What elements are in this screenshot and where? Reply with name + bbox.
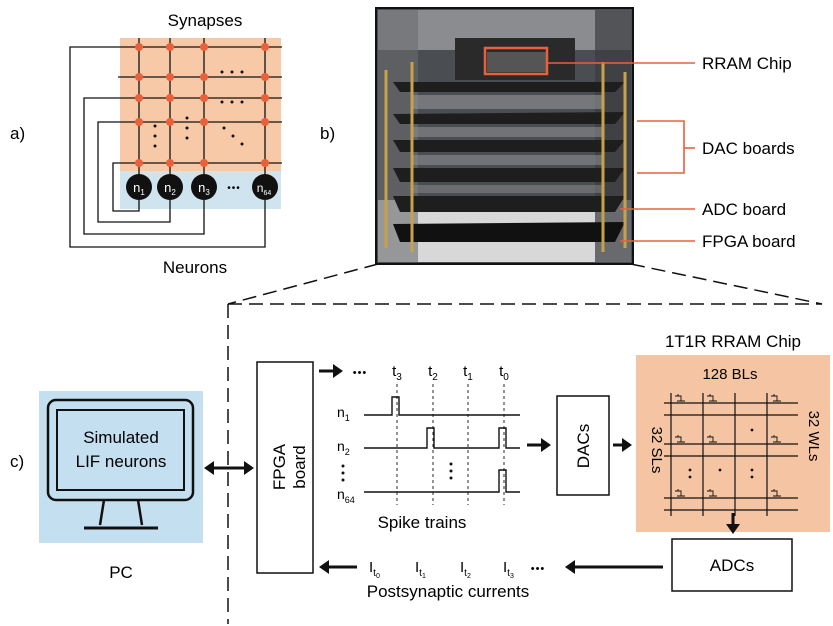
pc-label: PC bbox=[109, 563, 133, 582]
row-label-n64: n64 bbox=[337, 486, 355, 505]
bls-label: 128 BLs bbox=[702, 366, 757, 383]
fpga-out-arrow bbox=[319, 364, 343, 378]
fpga-label-line1: FPGA bbox=[270, 443, 289, 490]
current-I-t0: It0 bbox=[369, 559, 380, 580]
svg-text:n64: n64 bbox=[257, 181, 272, 197]
chip-adc-arrow bbox=[726, 513, 740, 534]
current-I-t1: It1 bbox=[415, 559, 426, 580]
adcs-label: ADCs bbox=[710, 556, 754, 575]
neuron-n3: n3 bbox=[191, 174, 217, 200]
label-rram-chip: RRAM Chip bbox=[702, 54, 792, 73]
pc-fpga-arrow bbox=[204, 461, 254, 475]
current-I-t2: It2 bbox=[460, 559, 471, 580]
svg-text:n2: n2 bbox=[164, 180, 176, 197]
label-dac-boards: DAC boards bbox=[702, 139, 795, 158]
current-I-t3: It3 bbox=[503, 559, 514, 580]
adc-out-arrow bbox=[565, 560, 663, 574]
spike-ellipsis: ••• bbox=[353, 367, 368, 379]
spike-train-n64 bbox=[364, 469, 520, 493]
synapse-array-bg bbox=[120, 38, 281, 171]
neurons-label: Neurons bbox=[163, 258, 227, 277]
chip-title: 1T1R RRAM Chip bbox=[665, 332, 801, 351]
row-label-n1: n1 bbox=[337, 404, 350, 423]
wls-label: 32 WLs bbox=[805, 411, 822, 462]
fpga-label-line2: board bbox=[290, 445, 309, 488]
dacs-label: DACs bbox=[574, 424, 593, 468]
current-ellipsis: ••• bbox=[531, 563, 546, 575]
synapses-label: Synapses bbox=[168, 11, 243, 30]
adcs-box bbox=[671, 538, 793, 592]
fpga-board-box bbox=[256, 361, 314, 574]
hardware-photo bbox=[375, 7, 634, 265]
pc: Simulated LIF neurons bbox=[39, 391, 203, 543]
svg-text:n3: n3 bbox=[198, 180, 210, 197]
spike-train-n2 bbox=[364, 427, 520, 449]
postsynaptic-label: Postsynaptic currents bbox=[367, 582, 530, 601]
zoom-lines bbox=[227, 263, 823, 624]
current-fpga-arrow bbox=[319, 560, 357, 574]
spikes-dac-arrow bbox=[527, 438, 551, 452]
spike-train-n1 bbox=[364, 396, 520, 416]
neuron-n2: n2 bbox=[157, 174, 183, 200]
neuron-n64: n64 bbox=[252, 174, 278, 200]
label-fpga-board: FPGA board bbox=[702, 232, 796, 251]
time-label-t1: t1 bbox=[463, 363, 473, 383]
spike-trains-label: Spike trains bbox=[378, 513, 467, 532]
time-label-t2: t2 bbox=[428, 363, 438, 383]
time-label-t3: t3 bbox=[392, 363, 402, 383]
svg-text:n1: n1 bbox=[133, 180, 145, 197]
row-label-n2: n2 bbox=[337, 438, 350, 457]
rram-chip: 128 BLs 32 SLs 32 WLs bbox=[636, 355, 830, 532]
pc-screen-line1: Simulated bbox=[83, 428, 159, 447]
label-adc-board: ADC board bbox=[702, 200, 786, 219]
dac-chip-arrow bbox=[613, 438, 632, 452]
pc-screen-line2: LIF neurons bbox=[76, 452, 167, 471]
panel-label-c: c) bbox=[10, 452, 24, 471]
dacs-box bbox=[556, 395, 610, 496]
time-label-t0: t0 bbox=[499, 363, 509, 383]
sls-label: 32 SLs bbox=[648, 427, 665, 474]
panel-label-a: a) bbox=[10, 124, 25, 143]
panel-label-b: b) bbox=[320, 124, 335, 143]
neuron-ellipsis: ••• bbox=[227, 183, 241, 194]
panel-a-crossbar: n1 n2 n3 ••• n64 bbox=[69, 38, 282, 248]
neuron-n1: n1 bbox=[126, 174, 152, 200]
